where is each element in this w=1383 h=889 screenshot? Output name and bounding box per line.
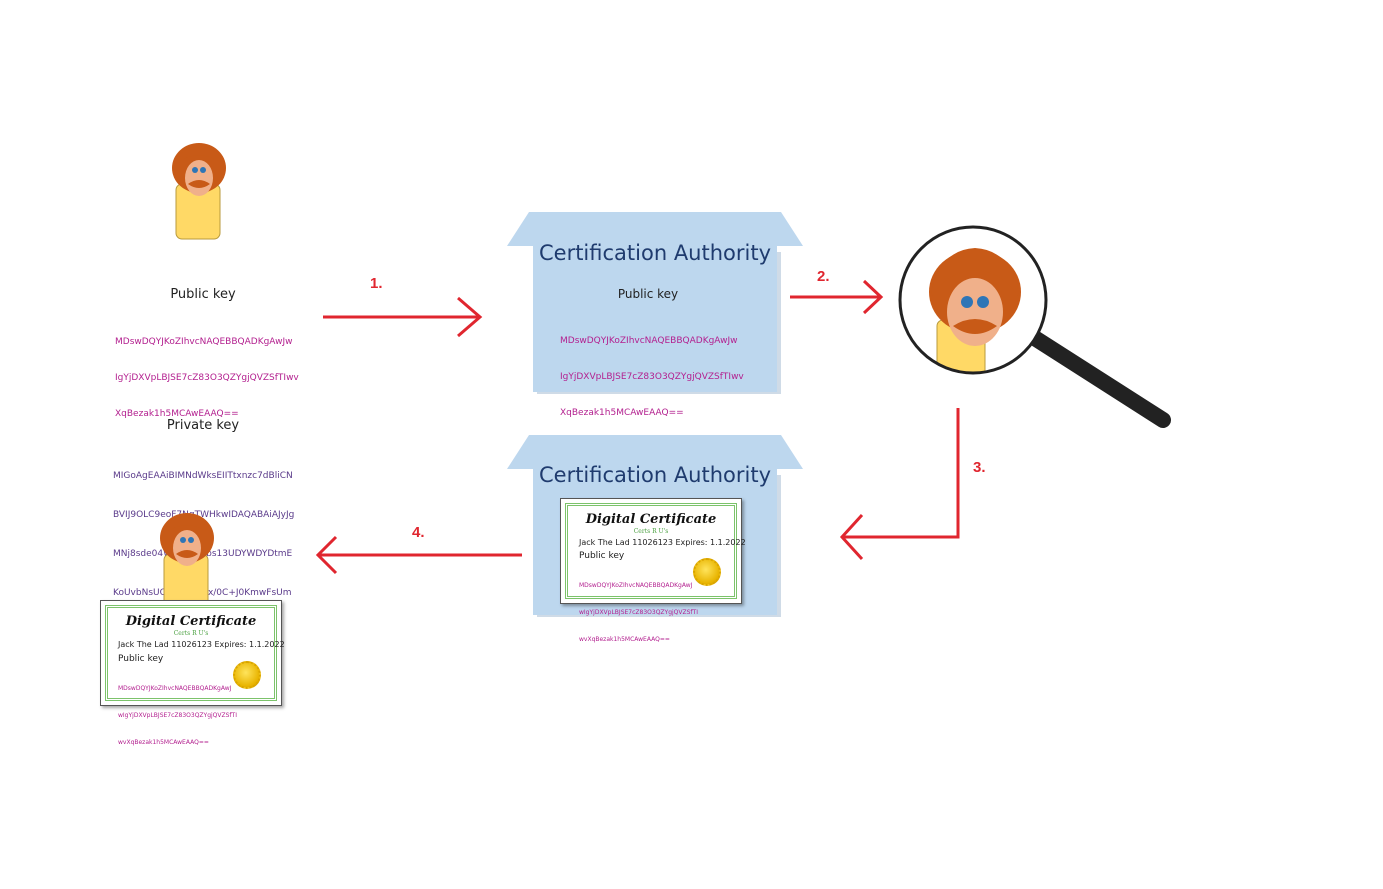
key-line: IgYjDXVpLBJSE7cZ83O3QZYgjQVZSfTIwv <box>115 373 299 383</box>
step-label-4: 4. <box>412 524 425 541</box>
key-line: MDswDQYJKoZIhvcNAQEBBQADKgAwJw <box>115 337 293 347</box>
ca-public-key-value: MDswDQYJKoZIhvcNAQEBBQADKgAwJw IgYjDXVpL… <box>560 311 744 431</box>
gold-seal-icon <box>693 558 721 586</box>
certificate-title: Digital Certificate <box>585 512 717 527</box>
public-key-value-left: MDswDQYJKoZIhvcNAQEBBQADKgAwJw IgYjDXVpL… <box>115 312 299 432</box>
step-label-2: 2. <box>817 268 830 285</box>
certificate-border <box>565 503 737 599</box>
person-figure-bottom <box>160 513 214 610</box>
key-line: XqBezak1h5MCAwEAAQ== <box>115 409 239 419</box>
arrow-step1-icon <box>323 296 483 338</box>
key-line: XqBezak1h5MCAwEAAQ== <box>560 408 684 418</box>
digital-certificate-held: Digital Certificate Certs R U's Jack The… <box>100 600 285 746</box>
certificate-holder-line: Jack The Lad 11026123 Expires: 1.1.2022 <box>579 538 746 547</box>
key-line: BVIJ9OLC9eoF7NqTWHkwIDAQABAiAJyJg <box>113 510 295 520</box>
private-key-title: Private key <box>166 418 240 433</box>
key-line: MDswDQYJKoZIhvcNAQEBBQADKgAwJ <box>118 685 232 692</box>
step-label-3: 3. <box>973 459 986 476</box>
key-line: wvXqBezak1h5MCAwEAAQ== <box>118 739 209 746</box>
key-line: MDswDQYJKoZIhvcNAQEBBQADKgAwJ <box>579 582 693 589</box>
ca-public-key-title: Public key <box>617 287 679 301</box>
arrow-step3-icon <box>839 408 960 561</box>
magnifying-glass-icon <box>898 225 1171 428</box>
arrow-step2-icon <box>790 279 884 315</box>
certificate-holder-line: Jack The Lad 11026123 Expires: 1.1.2022 <box>118 640 285 649</box>
ca-house-top <box>507 212 803 394</box>
certificate-title: Digital Certificate <box>125 614 257 629</box>
step-label-1: 1. <box>370 275 383 292</box>
certificate-key: MDswDQYJKoZIhvcNAQEBBQADKgAwJ wIgYjDXVpL… <box>118 666 237 765</box>
certificate-public-key-label: Public key <box>118 654 164 664</box>
key-line: MDswDQYJKoZIhvcNAQEBBQADKgAwJw <box>560 336 738 346</box>
key-line: MIGoAgEAAiBIMNdWksEIITtxnzc7dBliCN <box>113 471 293 481</box>
certificate-border <box>105 605 277 701</box>
key-line: wIgYjDXVpLBJSE7cZ83O3QZYgjQVZSfTI <box>579 609 698 616</box>
certificate-public-key-label: Public key <box>579 551 625 561</box>
certificate-issuer: Certs R U's <box>633 528 669 535</box>
certificate-issuer: Certs R U's <box>173 630 209 637</box>
key-line: wIgYjDXVpLBJSE7cZ83O3QZYgjQVZSfTI <box>118 712 237 719</box>
ca-title-bottom: Certification Authority <box>538 463 772 487</box>
key-line: IgYjDXVpLBJSE7cZ83O3QZYgjQVZSfTIwv <box>560 372 744 382</box>
public-key-title-left: Public key <box>170 287 236 302</box>
gold-seal-icon <box>233 661 261 689</box>
key-line: wvXqBezak1h5MCAwEAAQ== <box>579 636 670 643</box>
digital-certificate-issued: Digital Certificate Certs R U's Jack The… <box>560 498 746 643</box>
ca-title-top: Certification Authority <box>538 241 772 265</box>
arrow-step4-icon <box>315 535 522 575</box>
certificate-key: MDswDQYJKoZIhvcNAQEBBQADKgAwJ wIgYjDXVpL… <box>579 563 698 662</box>
person-figure-top <box>172 143 226 240</box>
